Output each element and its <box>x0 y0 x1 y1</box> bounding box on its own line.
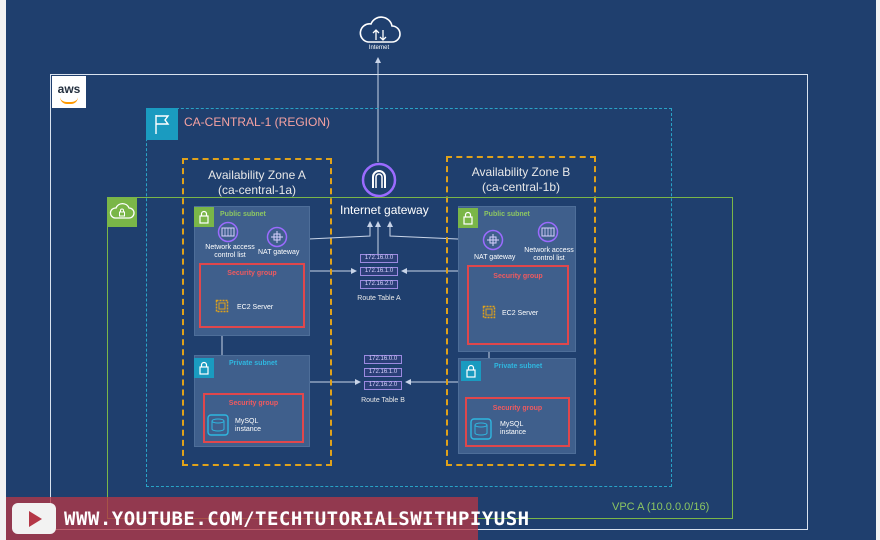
private-subnet-b-label: Private subnet <box>494 363 543 370</box>
subnet-lock-icon <box>194 207 214 227</box>
ec2-chip-icon <box>214 298 230 314</box>
route-row: 172.16.2.0 <box>364 381 402 390</box>
nacl-icon <box>217 221 239 243</box>
internet-gateway-icon <box>361 162 397 198</box>
route-table-b: 172.16.0.0 172.16.1.0 172.16.2.0 <box>364 355 404 390</box>
public-subnet-b-label: Public subnet <box>484 211 530 218</box>
nacl-a-label: Network access control list <box>203 244 257 260</box>
right-frame-edge <box>876 0 880 540</box>
vpc-cloud-lock-icon <box>107 197 137 227</box>
mysql-a-label-line1: MySQL <box>235 418 259 425</box>
internet-label: Internet <box>368 45 390 51</box>
public-subnet-b <box>458 206 576 352</box>
region-label: CA-CENTRAL-1 (REGION) <box>184 115 331 129</box>
security-group-public-a <box>199 263 305 328</box>
nat-b-label: NAT gateway <box>474 254 516 261</box>
availability-zone-b <box>446 156 596 466</box>
mysql-a-label: MySQL instance <box>235 418 261 434</box>
nacl-a-label-line1: Network access <box>205 244 255 251</box>
cloud-icon <box>359 16 401 43</box>
left-frame-edge <box>0 0 6 540</box>
aws-logo: aws <box>52 76 86 108</box>
private-subnet-b <box>458 358 576 454</box>
youtube-banner-text: WWW.YOUTUBE.COM/TECHTUTORIALSWITHPIYUSH <box>64 508 530 530</box>
subnet-lock-icon <box>458 208 478 228</box>
az-b-title-text: Availability Zone B <box>471 165 571 179</box>
sg-private-b-label: Security group <box>492 405 543 412</box>
mysql-database-icon <box>207 414 229 436</box>
nat-b-to-igw-line <box>387 221 481 241</box>
sg-public-b-label: Security group <box>493 273 543 280</box>
mysql-b-label-line1: MySQL <box>500 421 524 428</box>
route-row: 172.16.0.0 <box>364 355 402 364</box>
public-subnet-a <box>194 206 310 336</box>
nat-a-label: NAT gateway <box>258 249 300 256</box>
aws-smile-icon <box>60 97 78 104</box>
internet-node: Internet <box>356 14 402 56</box>
subnet-lock-icon <box>461 361 481 381</box>
internet-gateway-label: Internet gateway <box>340 203 429 217</box>
nat-gateway-icon <box>266 226 288 248</box>
route-row: 172.16.1.0 <box>360 267 398 276</box>
security-group-private-b <box>465 397 570 447</box>
private-subnet-a-label: Private subnet <box>229 360 278 367</box>
nacl-icon <box>537 221 559 243</box>
ec2-a-label: EC2 Server <box>237 304 274 311</box>
az-a-subtitle-text: (ca-central-1a) <box>217 183 297 197</box>
route-row: 172.16.2.0 <box>360 280 398 289</box>
nacl-b-label: Network access control list <box>521 247 577 263</box>
nat-gateway-icon <box>482 229 504 251</box>
ec2-b-label: EC2 Server <box>502 310 539 317</box>
public-subnet-a-label: Public subnet <box>220 211 266 218</box>
nat-a-to-igw-line <box>287 221 373 241</box>
nacl-b-label-line2: control list <box>533 255 565 262</box>
route-table-a: 172.16.0.0 172.16.1.0 172.16.2.0 <box>360 254 400 289</box>
vpc-label: VPC A (10.0.0.0/16) <box>612 501 710 513</box>
security-group-public-b <box>467 265 569 345</box>
route-row: 172.16.1.0 <box>364 368 402 377</box>
az-a-title: Availability Zone A (ca-central-1a) <box>186 168 328 198</box>
mysql-database-icon <box>470 418 492 440</box>
route-table-a-label: Route Table A <box>357 295 401 302</box>
route-table-b-label: Route Table B <box>361 397 405 404</box>
mysql-b-label-line2: instance <box>500 429 527 436</box>
az-a-title-text: Availability Zone A <box>208 168 306 182</box>
mysql-b-label: MySQL instance <box>500 421 526 437</box>
region-flag-icon <box>146 108 178 140</box>
nacl-b-label-line1: Network access <box>524 247 574 254</box>
nacl-a-label-line2: control list <box>214 252 246 259</box>
sg-private-a-label: Security group <box>228 400 279 407</box>
az-b-subtitle-text: (ca-central-1b) <box>481 180 561 194</box>
region-boundary <box>146 108 672 487</box>
aws-logo-text: aws <box>57 82 81 96</box>
az-b-title: Availability Zone B (ca-central-1b) <box>450 165 592 195</box>
route-row: 172.16.0.0 <box>360 254 398 263</box>
youtube-banner <box>6 497 478 540</box>
subnet-lock-icon <box>194 358 214 378</box>
youtube-play-icon <box>12 503 56 534</box>
mysql-a-label-line2: instance <box>235 426 262 433</box>
security-group-private-a <box>203 393 304 443</box>
sg-public-a-label: Security group <box>227 270 277 277</box>
availability-zone-a <box>182 158 332 466</box>
ec2-chip-icon <box>481 304 497 320</box>
